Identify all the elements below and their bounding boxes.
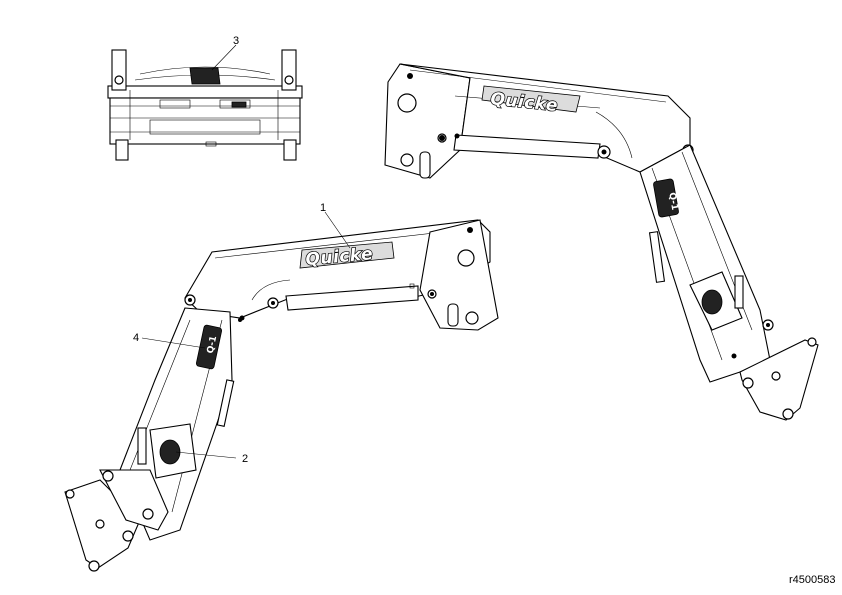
callout-2-label: 2 [242,453,248,465]
boom-decal-right: Quicke [481,85,581,117]
svg-text:Q-1: Q-1 [666,192,679,211]
callout-3: 3 [211,35,239,71]
frame-decal [189,67,221,85]
callout-4: 4 [133,332,206,349]
drawing-reference-code: r4500583 [789,574,836,586]
callout-4-label: 4 [133,332,139,344]
callout-2: 2 [175,451,248,465]
front-frame-top-view [107,49,303,161]
callout-3-label: 3 [233,35,239,47]
arm-decal-right: Q-1 [653,178,679,218]
svg-text:Q-1: Q-1 [206,335,219,355]
loader-arm-right-view [384,63,819,421]
arm-decal-left: Q-1 [195,324,223,370]
loader-arm-left-view [64,219,499,572]
callout-1-label: 1 [320,202,326,214]
callout-1: 1 [320,202,351,249]
